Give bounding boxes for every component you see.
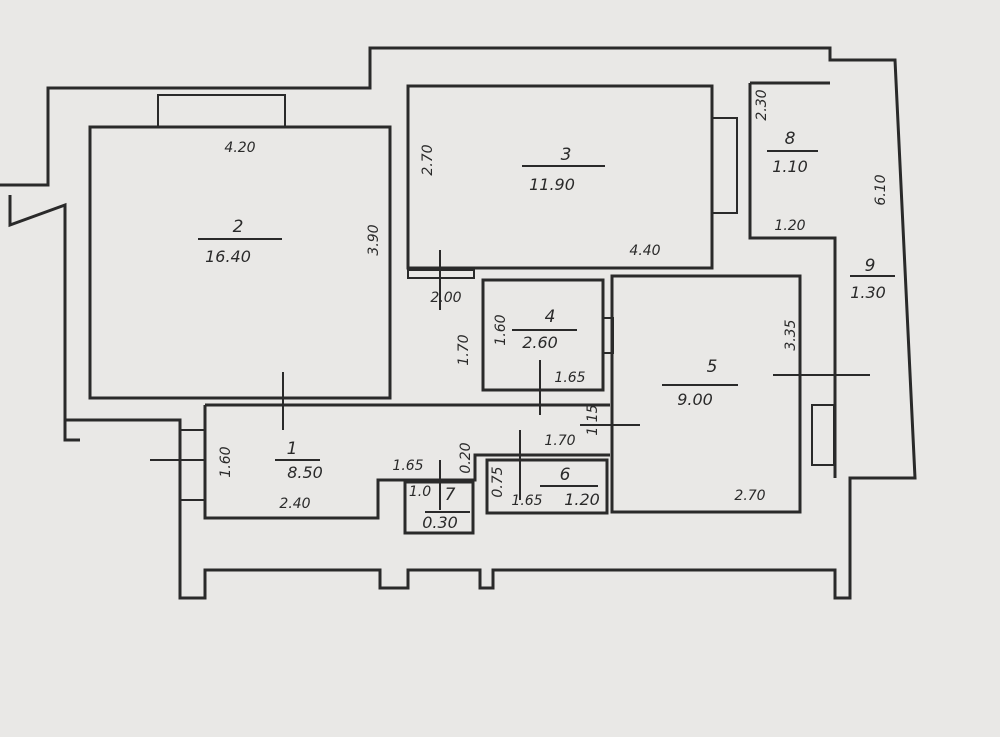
dim-label: 2.70 <box>734 488 765 504</box>
dim-label: 3.35 <box>783 319 799 350</box>
dim-label: 1.60 <box>218 446 234 477</box>
dim-label: 0.75 <box>490 466 506 497</box>
dim-label: 6.10 <box>873 174 889 205</box>
outer-walls <box>0 46 917 600</box>
dim-label: 2.40 <box>279 496 310 512</box>
room-7-area: 0.30 <box>422 513 458 532</box>
dim-label: 2.30 <box>754 89 770 120</box>
dim-label: 1.65 <box>511 493 542 509</box>
room-8-number: 8 <box>785 129 796 149</box>
dim-label: 1.65 <box>392 458 423 474</box>
dim-label: 0.20 <box>458 442 474 473</box>
dim-label: 3.90 <box>366 224 382 255</box>
room-labels: 1 8.50 2 16.40 3 11.90 4 2.60 5 9.00 6 1… <box>198 129 895 532</box>
room-9-area: 1.30 <box>850 283 886 302</box>
dim-label: 1.60 <box>493 314 509 345</box>
dim-label: 1.20 <box>774 218 805 234</box>
room-3-number: 3 <box>561 145 572 165</box>
room-walls <box>88 81 870 535</box>
dim-label: 4.40 <box>629 243 660 259</box>
room-6-area: 1.20 <box>564 490 600 509</box>
dim-label: 1.70 <box>544 433 575 449</box>
room-5-area: 9.00 <box>677 390 713 409</box>
room-2-number: 2 <box>233 217 244 237</box>
room-2-area: 16.40 <box>205 247 251 266</box>
room-3-area: 11.90 <box>529 175 575 194</box>
room-5-number: 5 <box>707 357 718 377</box>
dim-label: 1.0 <box>409 484 431 500</box>
room-1-number: 1 <box>287 439 298 459</box>
room-9-number: 9 <box>865 256 876 276</box>
room-4-area: 2.60 <box>522 333 558 352</box>
dim-label: 1.70 <box>456 334 472 365</box>
dim-label: 1.15 <box>585 404 601 435</box>
room-7-number: 7 <box>445 485 456 505</box>
dim-label: 1.65 <box>554 370 585 386</box>
dim-label: 2.70 <box>420 144 436 175</box>
dim-label: 4.20 <box>224 140 255 156</box>
dim-label: 2.00 <box>430 290 461 306</box>
dimension-labels: 4.20 3.90 2.70 4.40 2.30 1.20 6.10 2.00 … <box>218 89 889 512</box>
room-8-area: 1.10 <box>772 157 808 176</box>
room-1-area: 8.50 <box>287 463 323 482</box>
room-4-number: 4 <box>545 307 556 327</box>
room-6-number: 6 <box>560 465 571 485</box>
